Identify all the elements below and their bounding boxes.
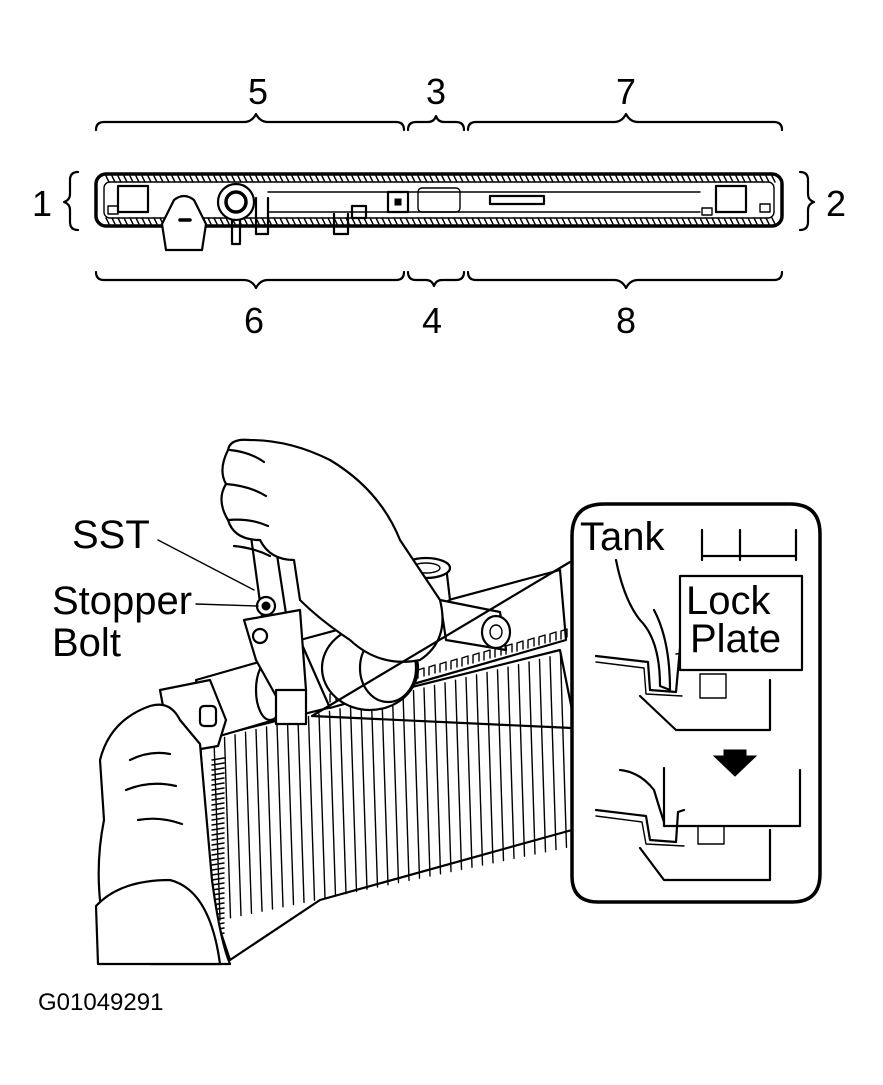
- down-arrow: [712, 749, 758, 777]
- filler-neck-inner: [224, 190, 248, 214]
- stopper-label-1: Stopper: [52, 579, 192, 623]
- brace-8: [466, 270, 784, 290]
- sst-pivot: [251, 627, 269, 645]
- brace-3: [406, 114, 466, 132]
- stopper-leader: [195, 603, 259, 607]
- figure-code: G01049291: [38, 989, 163, 1016]
- lock-plate-bottom: [594, 808, 686, 844]
- drain-square: [386, 190, 410, 214]
- brace-6: [94, 270, 406, 290]
- side-pipe-hole: [489, 624, 503, 640]
- tank-right-box: [714, 184, 748, 214]
- core-bottom: [662, 766, 802, 828]
- right-hand-fingers: [224, 448, 272, 558]
- slot-plate: [488, 194, 546, 206]
- filler-neck-bracket: [254, 196, 270, 236]
- tank-left-box: [116, 184, 150, 214]
- radiator-fin-strokes: [211, 653, 568, 936]
- tank-plan-view: [94, 172, 784, 252]
- left-hand-fingers: [124, 751, 184, 826]
- fin-top: [699, 673, 727, 699]
- filler-neck-outer: [216, 182, 256, 222]
- section-number-3: 3: [426, 71, 446, 112]
- label-plate: [417, 187, 461, 213]
- tank-left-tab: [107, 205, 119, 215]
- radiator-fins: [211, 653, 568, 936]
- tank-rail: [267, 191, 701, 213]
- tank-outline: [94, 172, 784, 228]
- section-number-7: 7: [616, 71, 636, 112]
- brace-4: [406, 270, 466, 288]
- tank-edge-hatching: [105, 175, 776, 225]
- fin-bottom: [697, 825, 725, 845]
- tank-right-tab: [759, 203, 771, 213]
- sst-label: SST: [72, 513, 150, 557]
- sst-tool-tip: [274, 688, 308, 726]
- section-braces: [62, 112, 816, 290]
- lock-plate-top: [594, 646, 682, 694]
- section-number-6: 6: [244, 300, 264, 341]
- section-number-4: 4: [422, 300, 442, 341]
- seat-top: [638, 678, 772, 732]
- side-pipe-end: [480, 614, 512, 650]
- stopper-bolt-inner: [261, 601, 271, 611]
- tank-label: Tank: [580, 515, 665, 559]
- sst-illustration: [94, 438, 574, 966]
- section-number-1: 1: [32, 183, 52, 224]
- brace-2: [798, 170, 816, 232]
- detail-inset: [570, 502, 822, 904]
- left-sleeve: [94, 878, 222, 966]
- zoom-wedge: [310, 560, 574, 730]
- stopper-label-2: Bolt: [52, 621, 121, 665]
- section-number-8: 8: [616, 300, 636, 341]
- section-number-2: 2: [826, 183, 846, 224]
- brace-1: [62, 170, 80, 232]
- filler-neck-stem: [230, 218, 242, 246]
- tank-wall-bottom: [618, 768, 666, 824]
- tank-wall-top: [614, 558, 672, 692]
- lock-plate-top-2: [595, 661, 683, 697]
- mid-clip: [332, 212, 350, 236]
- outlet-pipe: [160, 194, 208, 252]
- core-top: [700, 528, 798, 562]
- brace-5: [94, 112, 406, 132]
- drain-square-inner: [394, 198, 402, 206]
- brace-7: [466, 112, 784, 132]
- section-number-5: 5: [248, 71, 268, 112]
- lock-plate-box: [678, 574, 804, 672]
- lock-plate-bottom-2: [595, 815, 685, 847]
- inset-frame: [570, 502, 822, 904]
- tank-right-small: [701, 207, 713, 216]
- left-bracket-hole: [198, 704, 218, 728]
- lock-plate-label-1: Lock: [686, 579, 771, 623]
- seat-bottom: [638, 828, 772, 882]
- tank-edge-hatch-strokes: [105, 175, 776, 225]
- mid-clip-head: [350, 204, 368, 220]
- lock-plate-label-2: Plate: [690, 617, 781, 661]
- sst-leader: [157, 539, 255, 591]
